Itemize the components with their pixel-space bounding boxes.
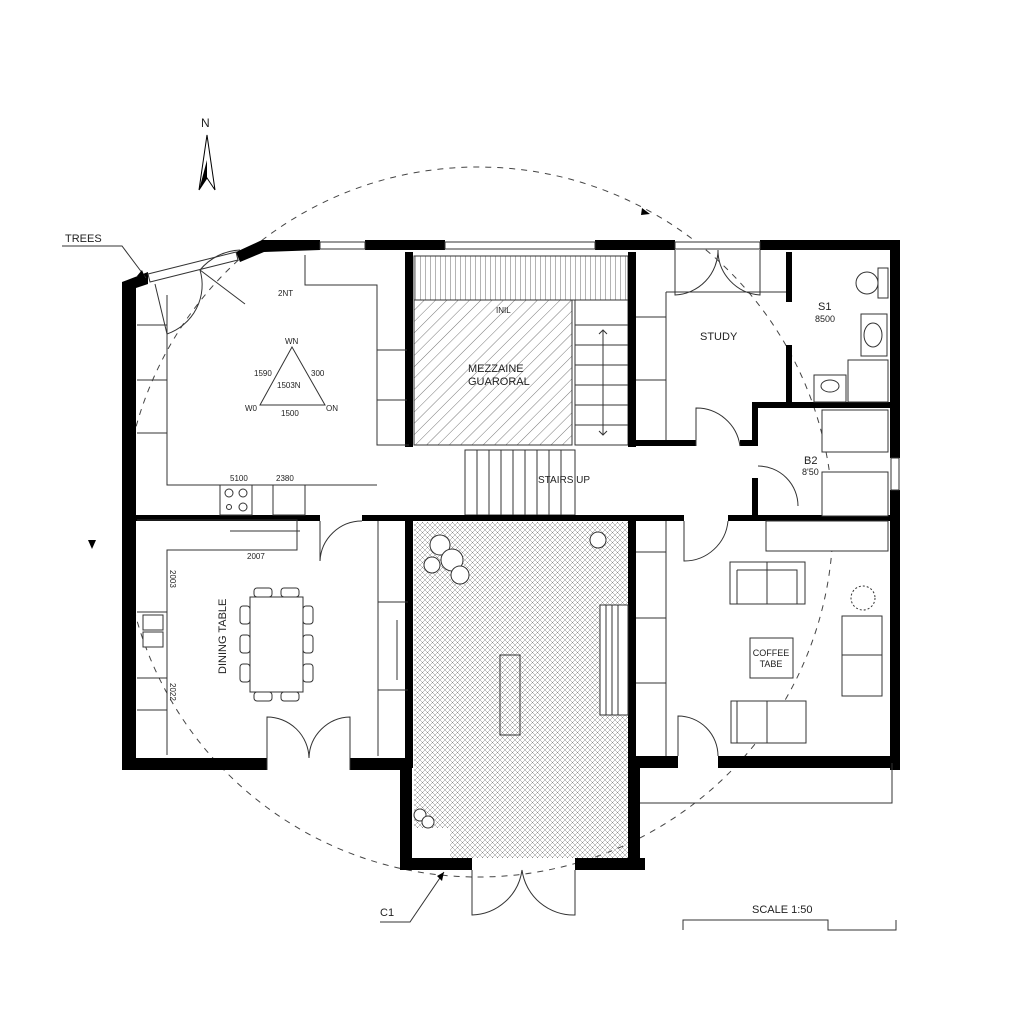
stairs-label: STAIRS UP xyxy=(538,475,590,486)
dining-table-label: DINING TABLE xyxy=(217,599,229,674)
triangle-left-vertex: W0 xyxy=(245,404,258,413)
c1-label: C1 xyxy=(380,907,394,919)
scale-label: SCALE 1:50 xyxy=(752,904,813,916)
scale-bar xyxy=(682,919,897,931)
triangle-right-vertex: ON xyxy=(326,404,338,413)
coffee-table-label-2: TABE xyxy=(760,659,783,669)
windows xyxy=(147,241,900,491)
trees-label: TREES xyxy=(65,233,102,245)
courtyard-planter xyxy=(414,828,450,858)
mezzanine-top-label: INIL xyxy=(496,306,511,315)
stair-flight-lower xyxy=(464,449,576,516)
triangle-bottom-side: 1500 xyxy=(281,409,299,418)
c1-arrow-icon xyxy=(437,872,444,881)
triangle-center: 1503N xyxy=(277,381,301,390)
north-label: N xyxy=(201,116,210,130)
coffee-table-label-1: COFFEE xyxy=(753,648,790,658)
study-bath-fixtures xyxy=(636,267,889,517)
kitchen-dim-right: 2380 xyxy=(276,474,294,483)
dining-fixtures xyxy=(137,519,408,756)
coffee-table xyxy=(749,637,794,679)
dining-dim-side-1: 2003 xyxy=(168,570,177,588)
kitchen-fixtures xyxy=(137,255,409,516)
dining-dim-side-2: 2022 xyxy=(168,683,177,701)
courtyard-plants xyxy=(413,531,629,829)
stair-flight-upper xyxy=(574,299,629,446)
bath1-dim: 8500 xyxy=(815,314,835,324)
arc-arrowhead-icon xyxy=(641,208,650,215)
mezzanine-hatch xyxy=(413,299,573,446)
dining-dim-top: 2007 xyxy=(247,552,265,561)
triangle-top: WN xyxy=(285,337,299,346)
bath1-name: S1 xyxy=(818,301,831,313)
triangle-right-side: 300 xyxy=(311,369,325,378)
kitchen-dim-left: 5100 xyxy=(230,474,248,483)
trees-leader xyxy=(62,245,147,279)
triangle-left-side: 1590 xyxy=(254,369,272,378)
kitchen-top-label: 2NT xyxy=(278,289,293,298)
dimension-line xyxy=(640,763,893,804)
bath2-name: B2 xyxy=(804,455,817,467)
c1-leader xyxy=(380,871,445,923)
courtyard-paving xyxy=(414,522,628,858)
dining-table xyxy=(249,596,304,693)
north-arrow-icon xyxy=(198,134,216,191)
doors xyxy=(154,249,799,916)
living-fixtures xyxy=(636,520,889,756)
walls xyxy=(122,240,900,870)
study-label: STUDY xyxy=(700,331,738,343)
trees-arrow-icon xyxy=(137,270,146,280)
mezzanine-label-1: MEZZAINE xyxy=(468,363,524,375)
bath2-dim: 8'50 xyxy=(802,467,819,477)
arc-arrowhead-icon xyxy=(88,540,96,549)
mezzanine-label-2: GUARORAL xyxy=(468,376,530,388)
mezzanine-guardrail xyxy=(413,255,629,301)
